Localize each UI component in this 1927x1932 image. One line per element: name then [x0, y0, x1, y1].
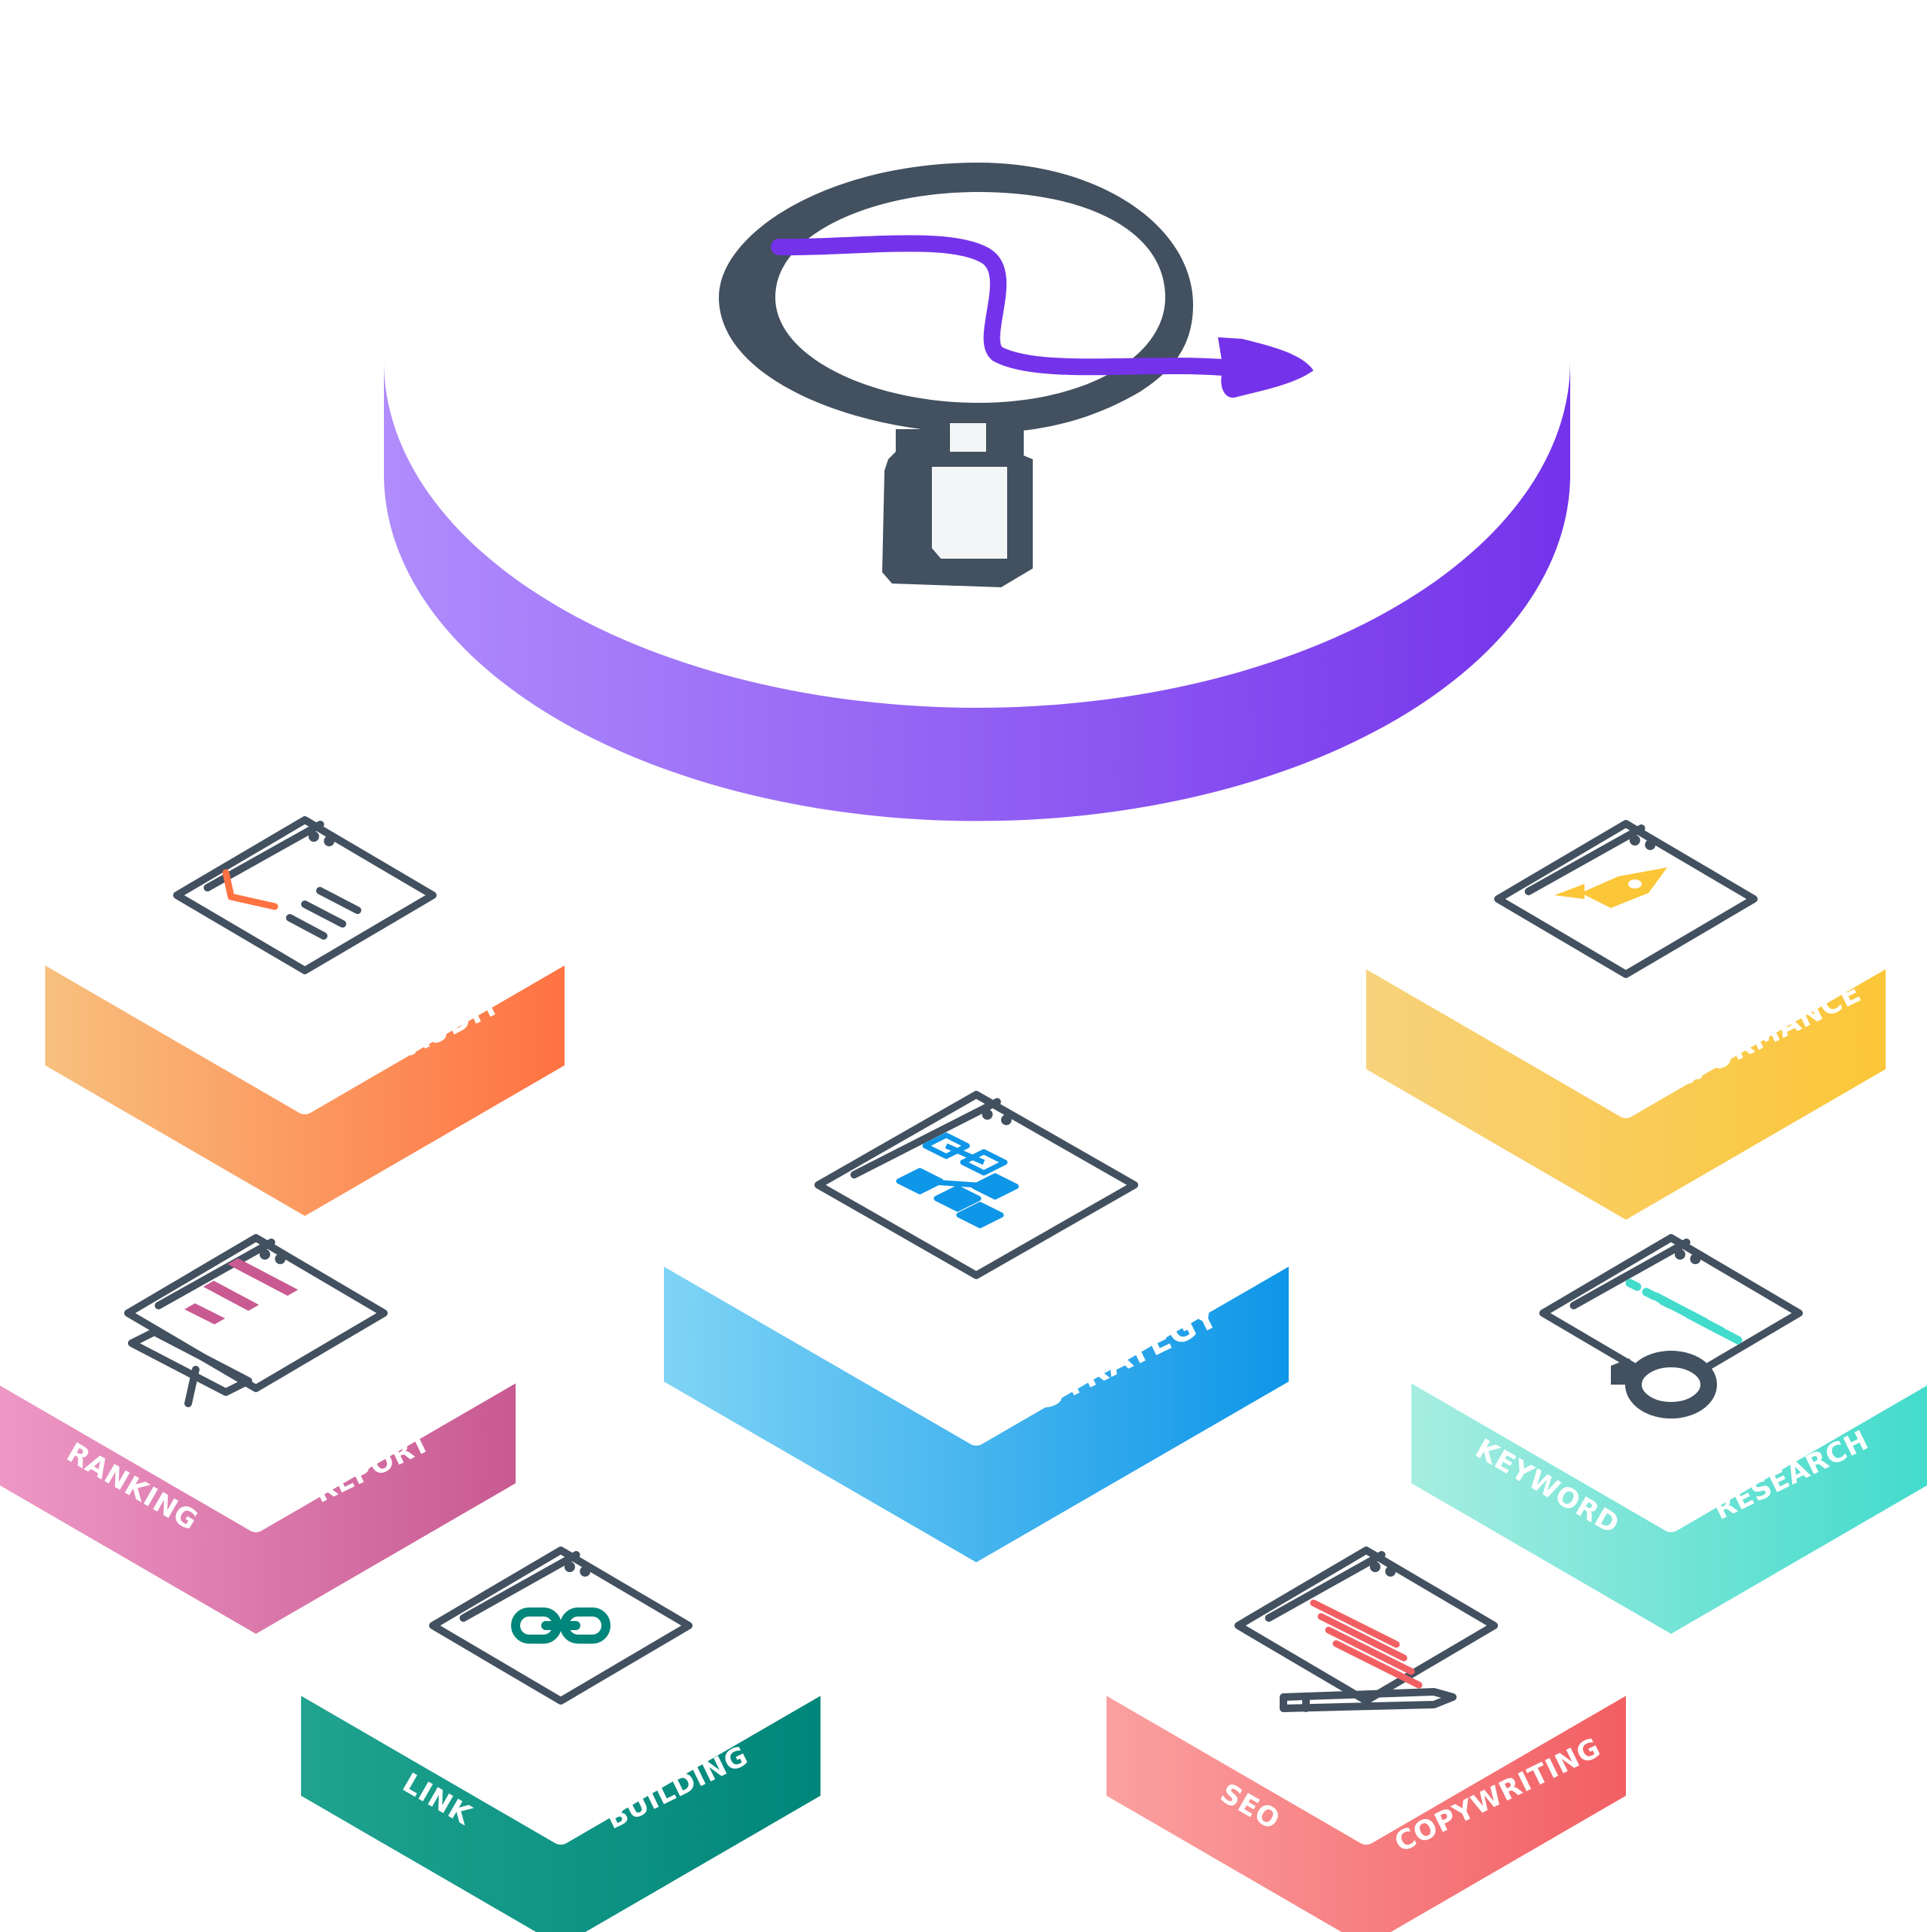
- tile-side: [1107, 1683, 1626, 1932]
- connector-performance: [1428, 700, 1445, 892]
- tile-side: [45, 952, 565, 1216]
- connector-seo-audit: [482, 691, 516, 896]
- route-arrow-line: [771, 235, 1231, 376]
- tile-top: [34, 791, 576, 1114]
- module-tile-seo-audit[interactable]: SEO AUDIT: [34, 791, 576, 1216]
- seo-hub-platform: [384, 15, 1570, 821]
- route-arrow-head: [1218, 337, 1314, 398]
- rocket-icon: [1494, 820, 1758, 978]
- tile-side: [1366, 956, 1886, 1220]
- module-tile-strategy[interactable]: STRATEGY: [653, 1062, 1300, 1562]
- tile-top: [1095, 1521, 1637, 1845]
- handle-highlight: [950, 423, 986, 452]
- chain-link-icon: [429, 1547, 693, 1705]
- flowchart-icon: [814, 1090, 1138, 1279]
- tile-top: [0, 1208, 527, 1532]
- tile-side: [301, 1683, 820, 1932]
- bar-chart-monitor-icon: [124, 1234, 388, 1407]
- tile-top: [290, 1521, 832, 1845]
- tile-top: [1355, 794, 1897, 1118]
- keyword-search-icon: [1539, 1234, 1803, 1419]
- tile-side: [664, 1254, 1289, 1562]
- tile-top: [653, 1062, 1300, 1446]
- pen-document-icon: [1234, 1547, 1498, 1712]
- module-tile-performance[interactable]: PERFORMANCE: [1355, 794, 1897, 1220]
- tile-side: [0, 1370, 516, 1634]
- tile-side: [1411, 1370, 1927, 1634]
- audit-checklist-icon: [173, 816, 437, 974]
- magnifier-arrow-icon: [719, 163, 1314, 587]
- hub-top: [384, 15, 1570, 708]
- handle-window: [932, 467, 1007, 559]
